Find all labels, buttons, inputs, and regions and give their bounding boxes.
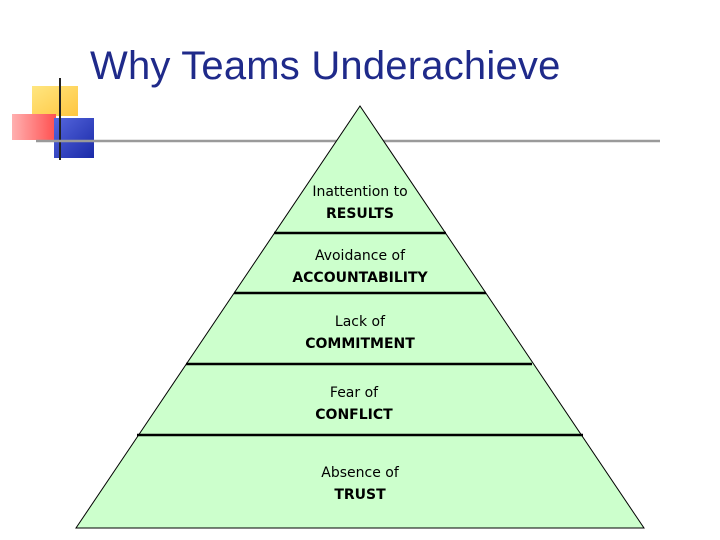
level-trust-line1: Absence of — [321, 465, 400, 481]
title-decoration — [12, 78, 660, 160]
level-conflict-line2: CONFLICT — [315, 407, 393, 423]
pyramid-shape — [75, 105, 645, 529]
deco-red-bar — [12, 114, 56, 140]
deco-yellow-square — [32, 86, 78, 116]
level-conflict-line1: Fear of — [330, 385, 379, 401]
level-commitment-line1: Lack of — [335, 314, 386, 330]
level-accountability-line1: Avoidance of — [315, 248, 406, 264]
level-results-line1: Inattention to — [312, 184, 407, 200]
page-title: Why Teams Underachieve — [90, 44, 561, 88]
level-trust-line2: TRUST — [334, 487, 386, 503]
level-commitment-line2: COMMITMENT — [305, 336, 415, 352]
level-accountability-line2: ACCOUNTABILITY — [292, 270, 428, 286]
level-results-line2: RESULTS — [326, 206, 394, 222]
